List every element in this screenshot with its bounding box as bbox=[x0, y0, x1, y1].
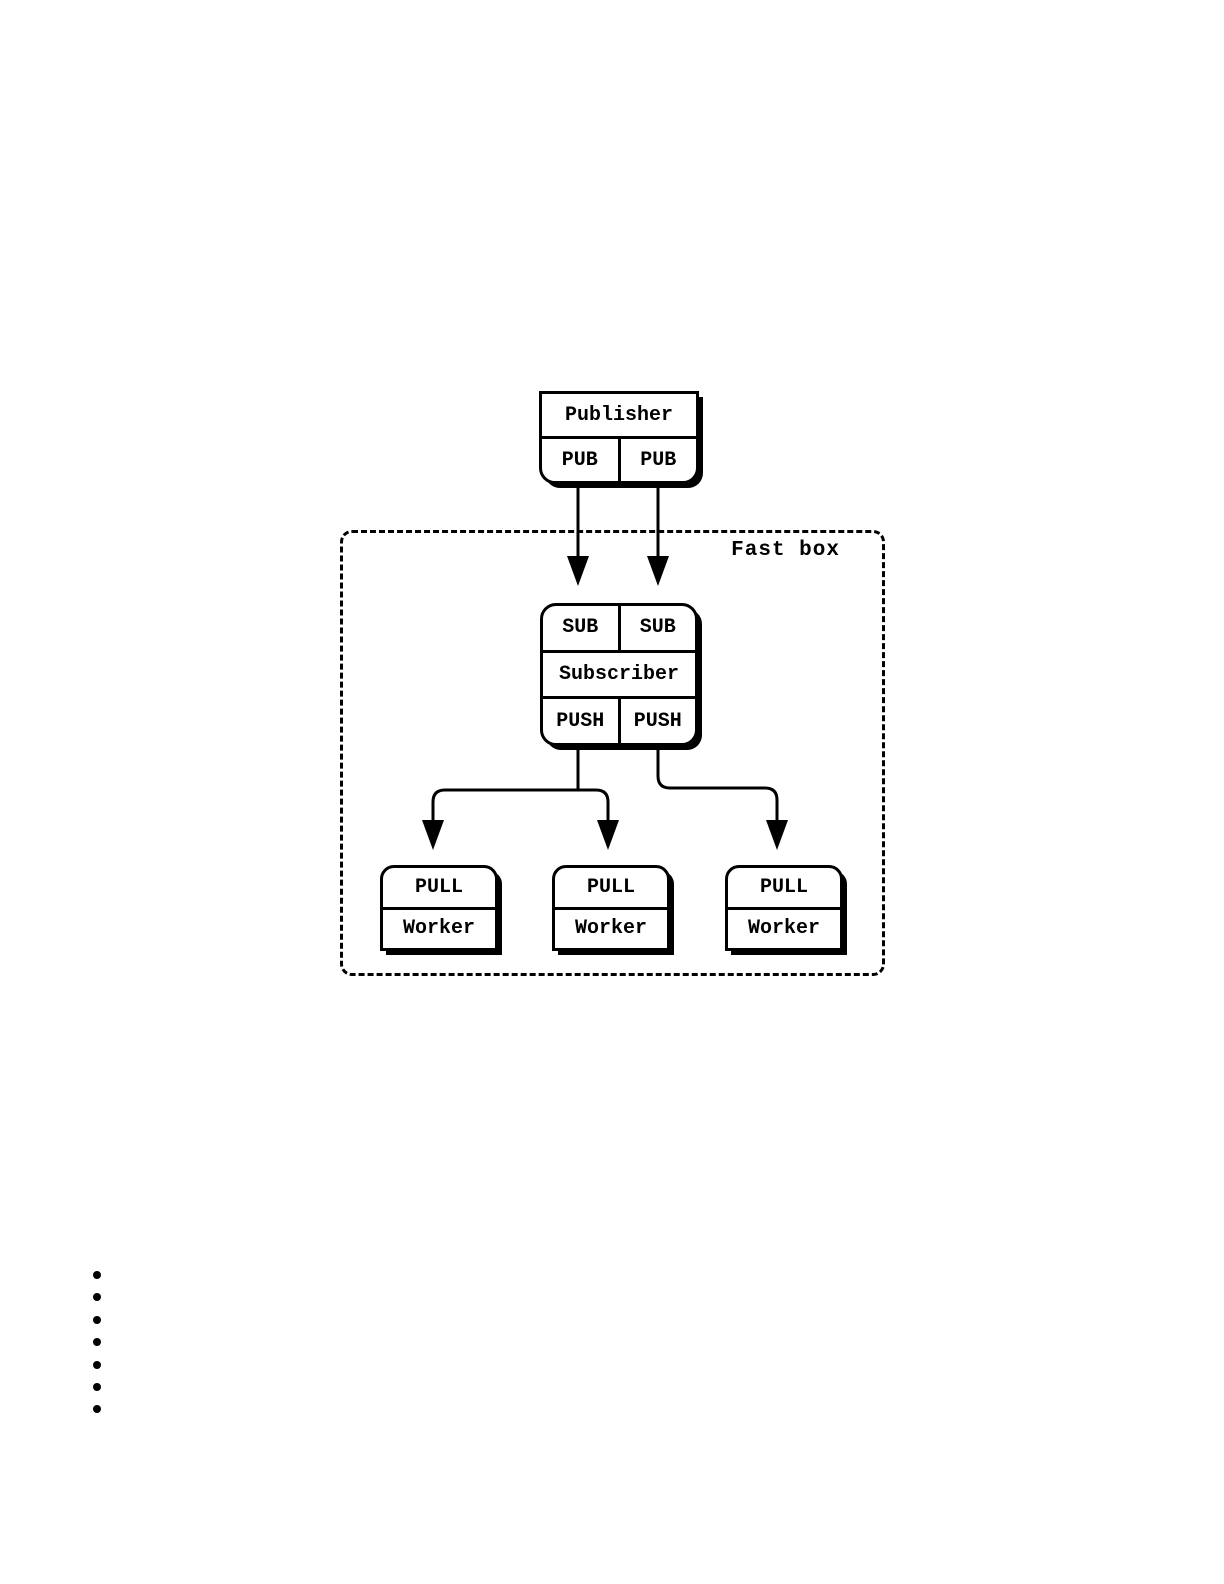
bullet-point bbox=[93, 1382, 101, 1391]
worker-title: Worker bbox=[383, 906, 495, 949]
bullet-point bbox=[93, 1360, 101, 1369]
bullet-point bbox=[93, 1293, 101, 1302]
subscriber-out-sockets: PUSH PUSH bbox=[543, 696, 695, 743]
bullet-point bbox=[93, 1405, 101, 1414]
subscriber-title: Subscriber bbox=[543, 649, 695, 697]
worker-node-3: PULL Worker bbox=[725, 865, 843, 951]
publisher-title: Publisher bbox=[564, 403, 674, 427]
fast-box-label: Fast box bbox=[731, 539, 840, 562]
subscriber-in-sockets: SUB SUB bbox=[543, 606, 695, 650]
push-socket-right: PUSH bbox=[617, 699, 696, 743]
pull-socket: PULL bbox=[586, 875, 635, 899]
pull-socket: PULL bbox=[759, 875, 808, 899]
worker-title: Worker bbox=[728, 906, 840, 949]
publisher-sockets: PUB PUB bbox=[542, 436, 696, 481]
bullet-list bbox=[93, 1271, 101, 1428]
bullet-point bbox=[93, 1271, 101, 1279]
bullet-point bbox=[93, 1315, 101, 1324]
sub-socket-left: SUB bbox=[562, 616, 599, 640]
fast-box-boundary: Fast box bbox=[340, 530, 885, 976]
bullet-point bbox=[93, 1338, 101, 1347]
sub-socket-right: SUB bbox=[617, 606, 696, 650]
worker-title: Worker bbox=[555, 906, 667, 949]
worker-node-2: PULL Worker bbox=[552, 865, 670, 951]
push-socket-left: PUSH bbox=[556, 709, 605, 733]
pub-socket-right: PUB bbox=[617, 439, 697, 481]
publisher-node: Publisher PUB PUB bbox=[539, 391, 699, 484]
worker-node-1: PULL Worker bbox=[380, 865, 498, 951]
pull-socket: PULL bbox=[414, 875, 463, 899]
subscriber-node: SUB SUB Subscriber PUSH PUSH bbox=[540, 603, 698, 746]
pub-socket-left: PUB bbox=[561, 448, 598, 472]
